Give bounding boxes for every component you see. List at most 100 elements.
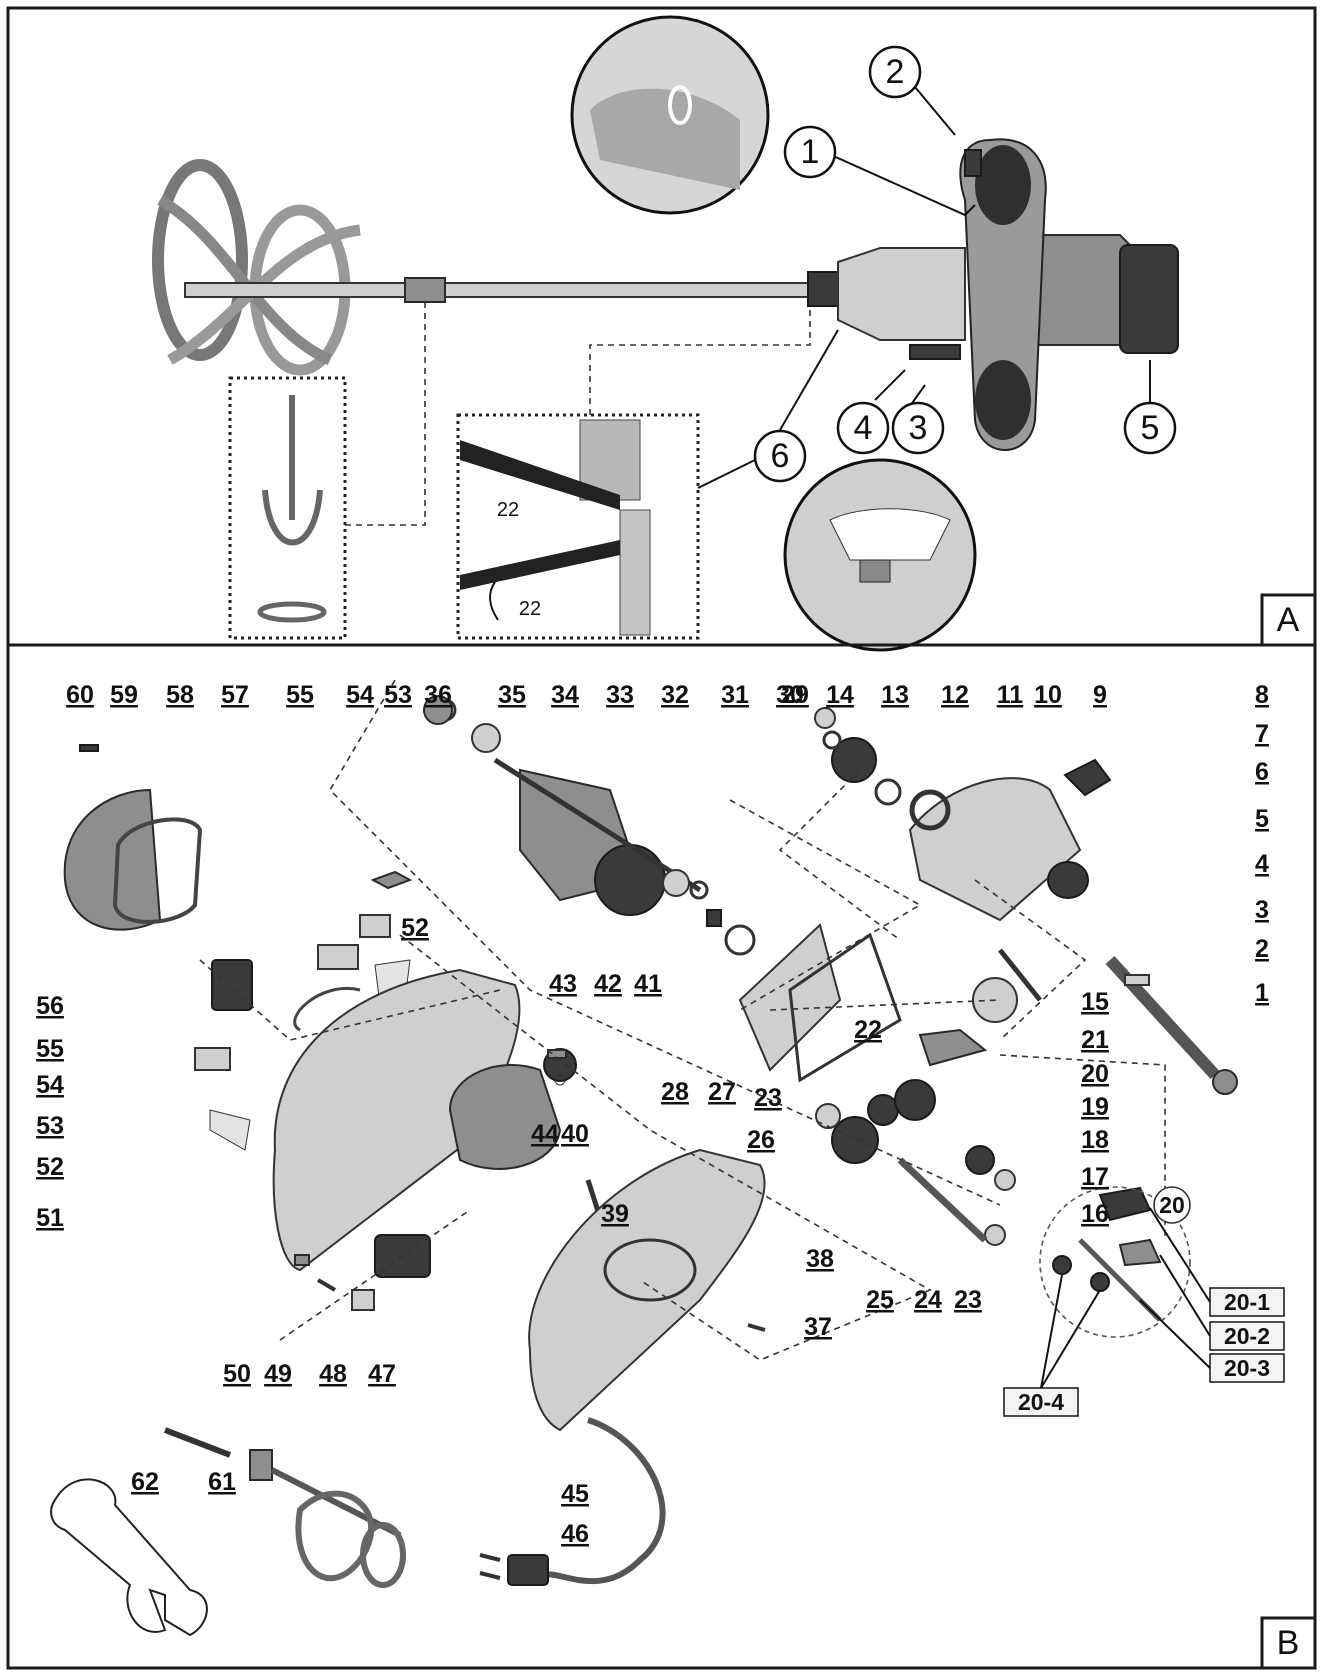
part-label-11-top-18: 11 — [997, 681, 1024, 709]
callout-3: 3 — [891, 401, 945, 455]
part-label-53-left-4: 53 — [36, 1112, 64, 1140]
mixing-shaft — [184, 282, 811, 298]
part-label-56-left-1: 56 — [36, 992, 64, 1020]
part-label-27-center-4: 27 — [708, 1078, 736, 1106]
part-label-52-left-0: 52 — [401, 914, 429, 942]
panel-b-frame — [6, 643, 1317, 1670]
part-label-16-right-13: 16 — [1081, 1200, 1109, 1228]
part-label-12-top-17: 12 — [941, 681, 969, 709]
mixing-paddle — [152, 159, 361, 376]
detail-20-label: 20 — [1159, 1192, 1185, 1218]
part-label-10-top-19: 10 — [1034, 681, 1062, 709]
part-label-3-right-4: 3 — [1255, 896, 1269, 924]
inset-label-22-top: 22 — [497, 499, 519, 521]
part-label-49-center-17: 49 — [264, 1360, 292, 1388]
part-label-52-left-5: 52 — [36, 1153, 64, 1181]
part-label-47-center-19: 47 — [368, 1360, 396, 1388]
part-label-55-top-4: 55 — [286, 681, 314, 709]
detail-box-20-1: 20-1 — [1209, 1287, 1285, 1317]
panel-a-letter: A — [1277, 601, 1300, 639]
callout-5: 5 — [1123, 401, 1177, 455]
callout-2: 2 — [868, 45, 922, 99]
part-label-55-left-2: 55 — [36, 1035, 64, 1063]
speed-switch — [909, 344, 961, 360]
panel-b-letter-box — [1260, 1616, 1317, 1670]
part-label-22-center-5: 22 — [854, 1016, 882, 1044]
svg-text:20-2: 20-2 — [1224, 1323, 1270, 1349]
svg-text:20-3: 20-3 — [1224, 1355, 1270, 1381]
part-label-4-right-3: 4 — [1255, 850, 1269, 878]
part-label-19-right-10: 19 — [1081, 1093, 1109, 1121]
part-label-28-center-3: 28 — [661, 1078, 689, 1106]
lock-button — [964, 149, 982, 177]
part-label-48-center-18: 48 — [319, 1360, 347, 1388]
part-label-33-top-10: 33 — [606, 681, 634, 709]
detail-box-20-2: 20-2 — [1209, 1321, 1285, 1351]
part-label-45-center-20: 45 — [561, 1480, 589, 1508]
svg-text:20-4: 20-4 — [1018, 1389, 1064, 1415]
svg-text:3: 3 — [909, 409, 928, 447]
part-label-32-top-11: 32 — [661, 681, 689, 709]
part-label-21-right-8: 21 — [1081, 1026, 1109, 1054]
part-label-40-center-9: 40 — [561, 1120, 589, 1148]
part-label-18-right-11: 18 — [1081, 1126, 1109, 1154]
svg-text:4: 4 — [854, 409, 873, 447]
part-label-54-top-5: 54 — [346, 681, 374, 709]
shaft-coupling — [404, 277, 446, 303]
part-label-59-top-1: 59 — [110, 681, 138, 709]
part-label-42-center-1: 42 — [594, 970, 622, 998]
part-label-1-right-6: 1 — [1255, 979, 1269, 1007]
part-label-41-center-2: 41 — [634, 970, 662, 998]
part-label-38-center-11: 38 — [806, 1245, 834, 1273]
part-label-24-center-13: 24 — [914, 1286, 942, 1314]
part-label-13-top-16: 13 — [881, 681, 909, 709]
part-label-39-center-10: 39 — [601, 1200, 629, 1228]
assembly-lines — [199, 679, 1166, 1361]
spindle-nut — [807, 271, 839, 307]
part-label-23-center-6: 23 — [754, 1084, 782, 1112]
part-label-20-right-9: 20 — [1081, 1060, 1109, 1088]
part-label-14-top-15: 14 — [826, 681, 854, 709]
part-label-50-center-16: 50 — [223, 1360, 251, 1388]
part-label-15-right-7: 15 — [1081, 988, 1109, 1016]
svg-text:6: 6 — [771, 437, 790, 475]
part-label-53-top-6: 53 — [384, 681, 412, 709]
part-label-30-top-13: 30 — [776, 681, 804, 709]
svg-text:5: 5 — [1141, 409, 1160, 447]
part-label-23-center-14: 23 — [954, 1286, 982, 1314]
svg-text:1: 1 — [801, 133, 820, 171]
part-label-60-top-0: 60 — [66, 681, 94, 709]
part-label-31-top-12: 31 — [721, 681, 749, 709]
detail-20-circle — [1039, 1186, 1191, 1338]
part-label-5-right-2: 5 — [1255, 805, 1269, 833]
mixer-body — [837, 138, 1179, 451]
inset-wrench-zoom — [456, 413, 700, 640]
panel-b-letter: B — [1277, 1624, 1300, 1662]
part-label-57-top-3: 57 — [221, 681, 249, 709]
callout-1: 1 — [783, 125, 837, 179]
part-label-54-left-3: 54 — [36, 1071, 64, 1099]
exploded-parts — [50, 695, 1238, 1637]
part-label-25-center-12: 25 — [866, 1286, 894, 1314]
detail-box-20-3: 20-3 — [1209, 1353, 1285, 1383]
callout-4: 4 — [836, 401, 890, 455]
part-label-51-left-6: 51 — [36, 1204, 64, 1232]
part-label-2-right-5: 2 — [1255, 935, 1269, 963]
part-label-34-top-9: 34 — [551, 681, 579, 709]
detail-box-20-4: 20-4 — [1003, 1387, 1079, 1417]
part-label-46-center-21: 46 — [561, 1520, 589, 1548]
part-label-58-top-2: 58 — [166, 681, 194, 709]
part-label-8-top-21: 8 — [1255, 681, 1269, 709]
svg-text:20-1: 20-1 — [1224, 1289, 1270, 1315]
part-label-35-top-8: 35 — [498, 681, 526, 709]
inset-paddle-attach — [228, 376, 347, 640]
part-label-17-right-12: 17 — [1081, 1163, 1109, 1191]
part-label-36-top-7: 36 — [424, 681, 452, 709]
callout-6: 6 — [753, 429, 807, 483]
part-label-6-right-1: 6 — [1255, 758, 1269, 786]
part-label-62-center-22: 62 — [131, 1468, 159, 1496]
part-label-61-center-23: 61 — [208, 1468, 236, 1496]
part-label-43-center-0: 43 — [549, 970, 577, 998]
